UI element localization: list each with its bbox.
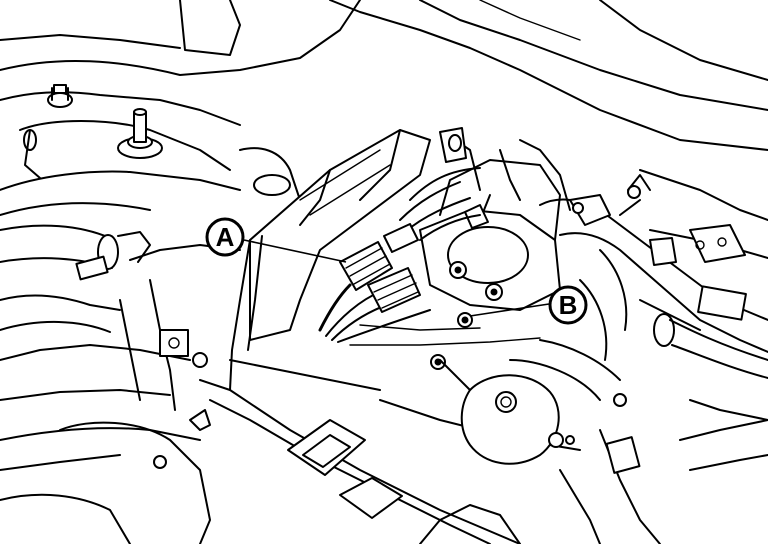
left-hoses xyxy=(0,147,301,333)
control-box xyxy=(229,129,431,391)
lower-left-structure xyxy=(0,279,211,544)
callout-b: B xyxy=(469,285,588,325)
callout-b-leader xyxy=(469,303,550,317)
wiring-harness xyxy=(318,167,541,346)
callout-a-leader xyxy=(243,239,347,263)
callout-a: A xyxy=(205,217,347,263)
intake-assembly xyxy=(419,127,571,370)
callout-b-label: B xyxy=(559,290,578,320)
callout-a-label: A xyxy=(216,222,235,252)
lower-cover xyxy=(199,359,581,544)
callout-a-circle xyxy=(205,217,245,257)
strut-mount xyxy=(0,84,241,216)
callout-b-circle xyxy=(548,285,588,325)
lower-center-bracket xyxy=(439,339,621,465)
upper-body-panels xyxy=(0,0,768,151)
right-components xyxy=(559,169,768,544)
